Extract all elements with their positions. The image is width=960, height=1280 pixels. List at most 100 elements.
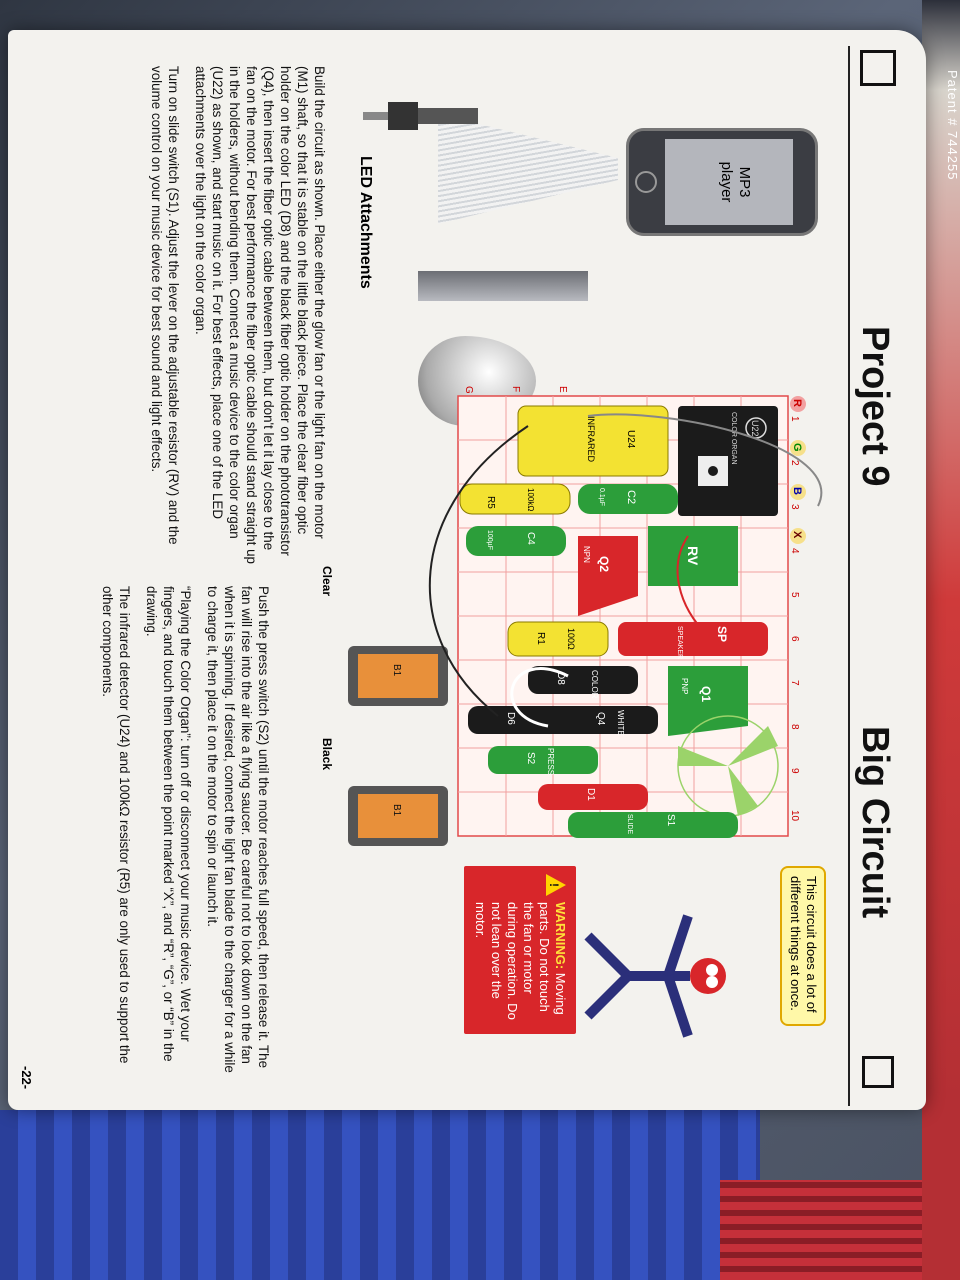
- u22-desc: COLOR ORGAN: [730, 412, 737, 465]
- s2-label: S2: [525, 752, 536, 765]
- resistor-r1: [507, 621, 609, 657]
- mp3-player-screen: MP3 player: [665, 139, 793, 225]
- q1-type: PNP: [680, 678, 689, 694]
- press-label: PRESS: [546, 748, 555, 775]
- r5-value: 100kΩ: [526, 488, 535, 511]
- mp3-player: MP3 player: [626, 128, 818, 236]
- neighbor-page-edge: [922, 0, 960, 1280]
- col-label: 8: [789, 724, 800, 730]
- mp3-player-label: MP3 player: [717, 139, 753, 225]
- b1-label: B1: [391, 804, 402, 817]
- d1-label: D1: [585, 788, 596, 801]
- x-point-label: X: [791, 531, 803, 539]
- c4-value: 100µF: [486, 530, 493, 550]
- speaker-label: SPEAKER: [676, 626, 683, 659]
- r-point-label: R: [791, 399, 803, 407]
- instruction-paragraph: Turn on slide switch (S1). Adjust the le…: [149, 66, 181, 545]
- c4-label: C4: [525, 532, 536, 545]
- instruction-paragraph: The infrared detector (U24) and 100kΩ re…: [100, 586, 132, 1064]
- instruction-paragraph: “Playing the Color Organ”: turn off or d…: [144, 586, 193, 1062]
- fan-blade-icon: [678, 726, 778, 816]
- mp3-label-line1: MP3: [736, 166, 753, 198]
- section-title: Big Circuit: [854, 726, 896, 919]
- led-attachments-heading: LED Attachments: [357, 156, 374, 289]
- color-led-d8: [528, 666, 638, 694]
- d8-label: D8: [555, 672, 566, 685]
- page-number: -22-: [19, 1066, 34, 1090]
- c2-value: 0.1µF: [598, 488, 605, 506]
- red-parts-tray: [720, 1180, 960, 1280]
- slide-label: SLIDE: [626, 814, 633, 835]
- capacitor-c2: [578, 484, 678, 514]
- instruction-paragraph: Build the circuit as shown. Place either…: [193, 66, 327, 564]
- manual-page: Project 9 Big Circuit MP3 player LED Att…: [8, 30, 926, 1110]
- grid-column-labels: 1 2 3 4 5 6 7 8 9 10: [789, 416, 800, 822]
- col-label: 3: [789, 504, 800, 510]
- info-callout: This circuit does a lot of different thi…: [780, 866, 826, 1026]
- grid-row-labels: G F E: [463, 386, 568, 394]
- row-label: F: [510, 386, 521, 392]
- infrared-detector-u24: [517, 405, 669, 477]
- col-label: 5: [789, 592, 800, 598]
- b1-label-2: B1: [391, 664, 402, 677]
- clear-holder-label: Clear: [320, 566, 334, 597]
- q1-label: Q1: [699, 686, 713, 702]
- home-button-icon: [635, 171, 657, 193]
- col-label: 1: [789, 416, 800, 422]
- black-holder-label: Black: [320, 738, 334, 771]
- transistor-q1: [668, 666, 748, 736]
- r5-label: R5: [485, 496, 496, 509]
- d6-label: D6: [505, 712, 516, 725]
- project-checkbox[interactable]: [860, 50, 896, 86]
- col-label: 7: [789, 680, 800, 686]
- speaker-sp: [618, 622, 768, 656]
- audio-cable: [587, 413, 823, 507]
- col-label: 10: [789, 810, 800, 822]
- q2-label: Q2: [597, 556, 611, 572]
- b-point-label: B: [791, 487, 803, 495]
- capacitor-c4: [466, 526, 566, 556]
- project-title: Project 9: [854, 326, 896, 487]
- col-label: 4: [789, 548, 800, 554]
- rv-label: RV: [685, 546, 701, 566]
- stick-figure-mascot-icon: [584, 914, 726, 1038]
- slide-switch-s1: [568, 812, 738, 838]
- transistor-q2: [578, 536, 638, 616]
- circuit-diagram: 1 2 3 4 5 6 7 8 9 10 G F E U22 COLOR ORG…: [348, 386, 823, 846]
- warning-exclamation-icon: !: [547, 883, 561, 887]
- white-led-d6: [468, 706, 658, 734]
- project-checkbox-right[interactable]: [862, 1056, 894, 1088]
- u22-label: U22: [750, 420, 760, 437]
- led-holder-icon: [363, 102, 478, 130]
- red-jumper-wire: [676, 535, 709, 637]
- row-label: G: [463, 386, 474, 394]
- col-label: 9: [789, 768, 800, 774]
- infrared-label: INFRARED: [586, 416, 596, 463]
- fiber-optic-cable: [510, 667, 569, 728]
- adjustable-resistor-rv: [648, 526, 738, 586]
- col-label: 6: [789, 636, 800, 642]
- d6-desc: WHITE: [616, 710, 625, 736]
- r1-value: 100Ω: [566, 628, 576, 650]
- warning-box: ! WARNING: Moving parts. Do not touch th…: [464, 866, 576, 1034]
- page-content-rotated: Project 9 Big Circuit MP3 player LED Att…: [8, 46, 908, 1106]
- light-bar-attachment: [418, 271, 588, 301]
- g-point-label: G: [791, 443, 803, 452]
- col-label: 2: [789, 460, 800, 466]
- blue-parts-tray: [0, 1110, 760, 1280]
- q2-type: NPN: [582, 546, 591, 563]
- led-d1: [538, 784, 648, 810]
- s1-label: S1: [665, 814, 676, 827]
- d8-desc: COLOR: [590, 670, 599, 699]
- patent-text: Patent # 744255: [945, 70, 960, 181]
- instructions-left-column: Build the circuit as shown. Place either…: [138, 66, 328, 566]
- sp-label: SP: [715, 626, 729, 642]
- row-label: E: [557, 386, 568, 393]
- resistor-r5: [459, 483, 571, 515]
- instruction-paragraph: Push the press switch (S2) until the mot…: [205, 586, 271, 1073]
- q4-label: Q4: [595, 712, 606, 726]
- r1-label: R1: [535, 632, 546, 645]
- header-rule: [848, 46, 850, 1106]
- instructions-right-column: Push the press switch (S2) until the mot…: [89, 586, 272, 1086]
- warning-label: WARNING:: [553, 902, 568, 970]
